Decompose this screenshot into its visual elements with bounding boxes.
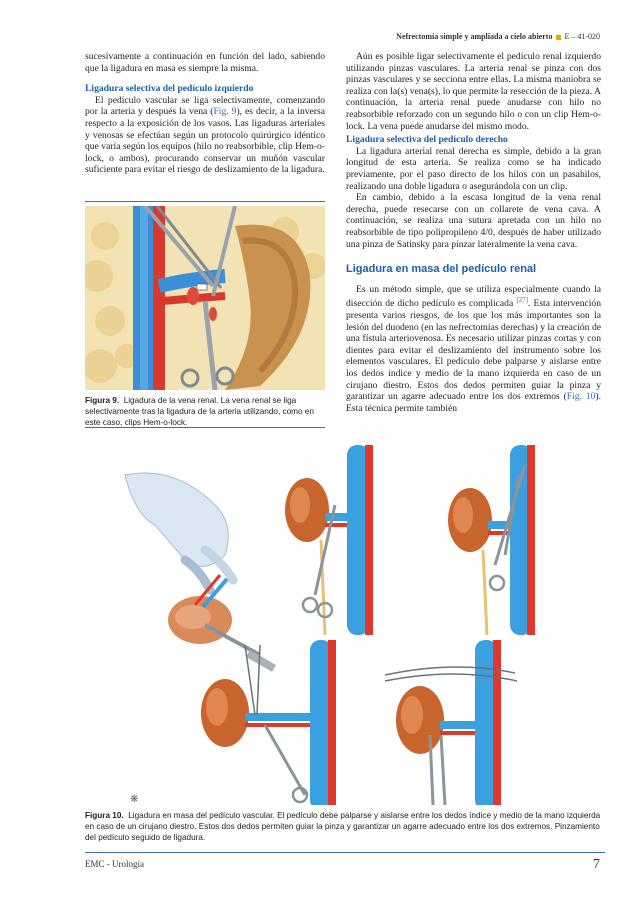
right-p4-text-a: Es un método simple, que se utiliza espe… [346, 283, 601, 310]
header-title: Nefrectomía simple y ampliada a cielo ab… [396, 32, 553, 41]
svg-text:❋: ❋ [130, 794, 138, 805]
left-divider [85, 201, 325, 202]
figure-9-illustration [85, 206, 325, 390]
figure-10-panel-clamp-1 [285, 445, 373, 636]
left-p2-text-b: ), es decir, a la inversa respecto a la … [85, 106, 325, 176]
left-paragraph-2: El pedículo vascular se liga selectivame… [85, 95, 325, 176]
right-paragraph-2: La ligadura arterial renal derecha es si… [346, 145, 601, 192]
figure-10-caption-text: Ligadura en masa del pedículo vascular. … [85, 811, 601, 842]
right-subheading-pediculo-derecho: Ligadura selectiva del pedículo derecho [346, 134, 508, 146]
header-square-icon [556, 34, 562, 40]
running-header: Nefrectomía simple y ampliada a cielo ab… [396, 32, 600, 41]
right-paragraph-3: En cambio, debido a la escasa longitud d… [346, 192, 601, 250]
right-p4-text-c: ). Esta técnica permite también [346, 391, 601, 414]
figure-10-caption: Figura 10. Ligadura en masa del pedículo… [85, 810, 605, 843]
footer-journal: EMC - Urología [85, 859, 144, 869]
figure-10-panel-ligature-2 [384, 640, 518, 805]
footer-divider [85, 852, 605, 853]
right-paragraph-4: Es un método simple, que se utiliza espe… [346, 284, 601, 415]
left-column: sucesivamente a continuación en función … [85, 51, 325, 176]
fig10-link[interactable]: Fig. 10 [566, 391, 596, 403]
figure-10-illustration: ❋ [124, 445, 535, 805]
figure-10-panel-clamp-2 [448, 445, 535, 636]
figure-9-divider [85, 427, 325, 428]
right-p4-text-b: . Esta intervención presenta varios ries… [346, 298, 602, 403]
figure-9-caption: Figura 9. Ligadura de la vena renal. La … [85, 395, 325, 428]
figure-10-panel-hand [124, 472, 276, 672]
figure-9-caption-text: Ligadura de la vena renal. La vena renal… [85, 396, 314, 427]
figure-10-label: Figura 10. [85, 811, 124, 820]
ref-27-link[interactable]: [27] [516, 296, 528, 305]
figure-9-label: Figura 9. [85, 396, 120, 405]
header-code: E – 41-020 [564, 32, 600, 41]
left-p2-text-a: El pedículo vascular se liga selectivame… [85, 94, 325, 118]
right-paragraph-1: Aún es posible ligar selectivamente el p… [346, 51, 601, 132]
right-column: Aún es posible ligar selectivamente el p… [346, 51, 601, 414]
left-paragraph-1: sucesivamente a continuación en función … [85, 51, 325, 74]
page-number: 7 [593, 857, 600, 872]
left-subheading-pediculo-izquierdo: Ligadura selectiva del pedículo izquierd… [85, 83, 254, 95]
figure-10-panel-ligature-1 [201, 640, 336, 805]
fig9-link[interactable]: Fig. 9 [213, 106, 237, 118]
right-heading-ligadura-en-masa: Ligadura en masa del pedículo renal [346, 263, 537, 276]
